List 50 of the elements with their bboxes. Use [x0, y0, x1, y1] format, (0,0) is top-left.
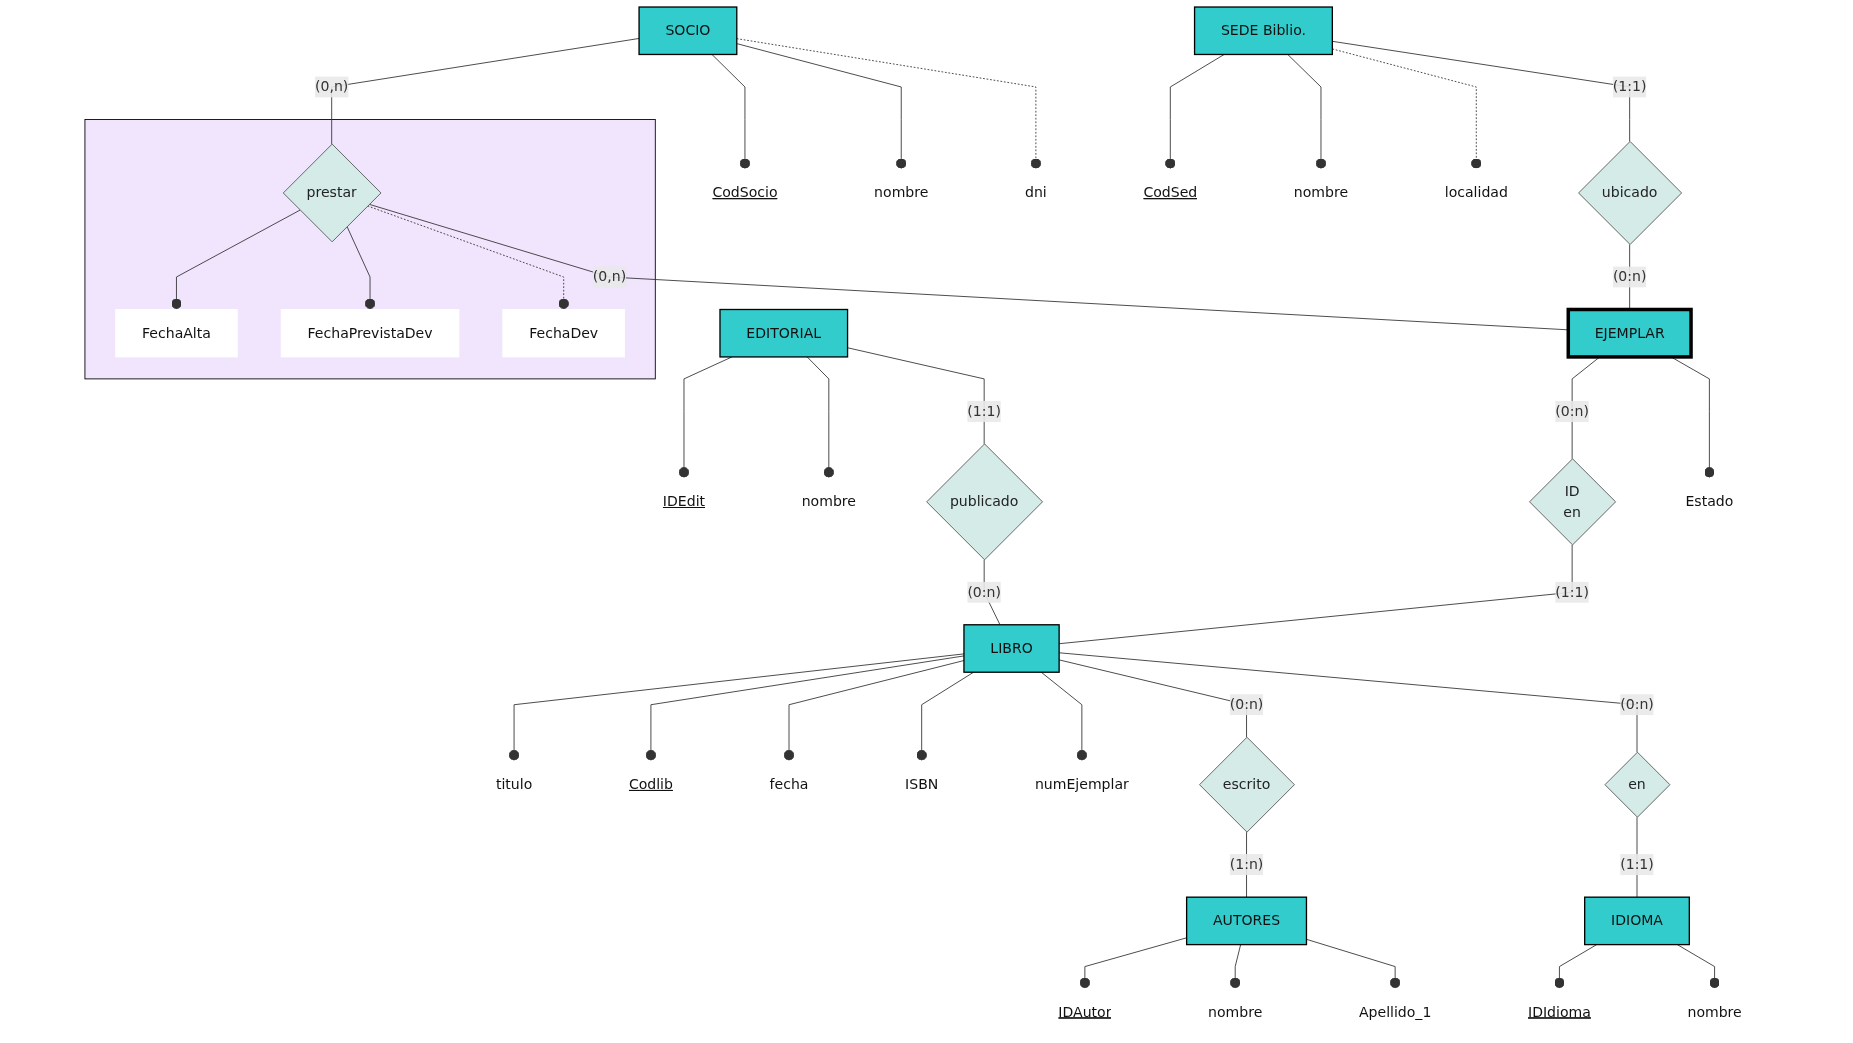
node-text: dni: [1025, 184, 1047, 201]
node-text: CodSed: [1143, 184, 1198, 201]
node-box: SEDE Biblio.: [1193, 6, 1333, 56]
edge-label: (0:n): [1620, 695, 1654, 713]
node-text: IDEdit: [662, 493, 706, 510]
node-diamond: en: [1604, 751, 1671, 818]
node-text: ISBN: [905, 775, 939, 793]
node-box: IDIOMA: [1584, 896, 1690, 946]
edge-label: (1:n): [1229, 855, 1264, 873]
connector: [331, 38, 640, 145]
edge-label: (0:n): [1555, 402, 1589, 420]
edge-label: (1:1): [1620, 855, 1654, 873]
cluster: [84, 119, 656, 380]
node-diamond: escrito: [1199, 736, 1295, 833]
node-text: nombre: [1208, 1003, 1263, 1021]
node-text: numEjemplar: [1034, 775, 1129, 793]
edge-label: (1:1): [967, 402, 1001, 420]
node-box: FechaDev: [502, 309, 625, 358]
node-box: FechaAlta: [115, 309, 238, 358]
edge-label: (0,n): [592, 268, 627, 285]
edge-label: (1:1): [1555, 583, 1589, 601]
node-text: titulo: [495, 775, 533, 793]
edge-label: (0:n): [967, 583, 1001, 601]
node-diamond: ID en: [1529, 458, 1617, 546]
node-text: fecha: [769, 775, 809, 793]
node-text: localidad: [1444, 184, 1508, 201]
node-text: Estado: [1685, 493, 1734, 510]
edge-label: (0,n): [315, 78, 349, 95]
edge-label: (0:n): [1229, 695, 1264, 713]
node-diamond: ubicado: [1578, 141, 1683, 245]
node-text: nombre: [1687, 1003, 1742, 1021]
edge-label: (1:1): [1612, 78, 1647, 95]
node-text: CodSocio: [712, 184, 778, 201]
node-text: nombre: [801, 493, 856, 510]
node-box: SOCIO: [638, 6, 738, 56]
node-text: IDAutor: [1058, 1003, 1112, 1021]
node-text: nombre: [874, 184, 929, 201]
node-box: AUTORES: [1185, 896, 1308, 946]
node-diamond: prestar: [282, 143, 382, 243]
node-text: nombre: [1293, 184, 1349, 201]
node-box: FechaPrevistaDev: [280, 309, 460, 358]
node-box: EDITORIAL: [719, 308, 849, 358]
node-diamond: publicado: [926, 443, 1043, 561]
node-text: Codlib: [628, 775, 673, 793]
node-text: IDIdioma: [1527, 1003, 1591, 1021]
node-box: EJEMPLAR: [1566, 307, 1693, 359]
node-text: Apellido_1: [1358, 1003, 1432, 1021]
node-box: LIBRO: [963, 624, 1060, 673]
edge-label: (0:n): [1612, 268, 1647, 285]
connector: [847, 347, 985, 445]
